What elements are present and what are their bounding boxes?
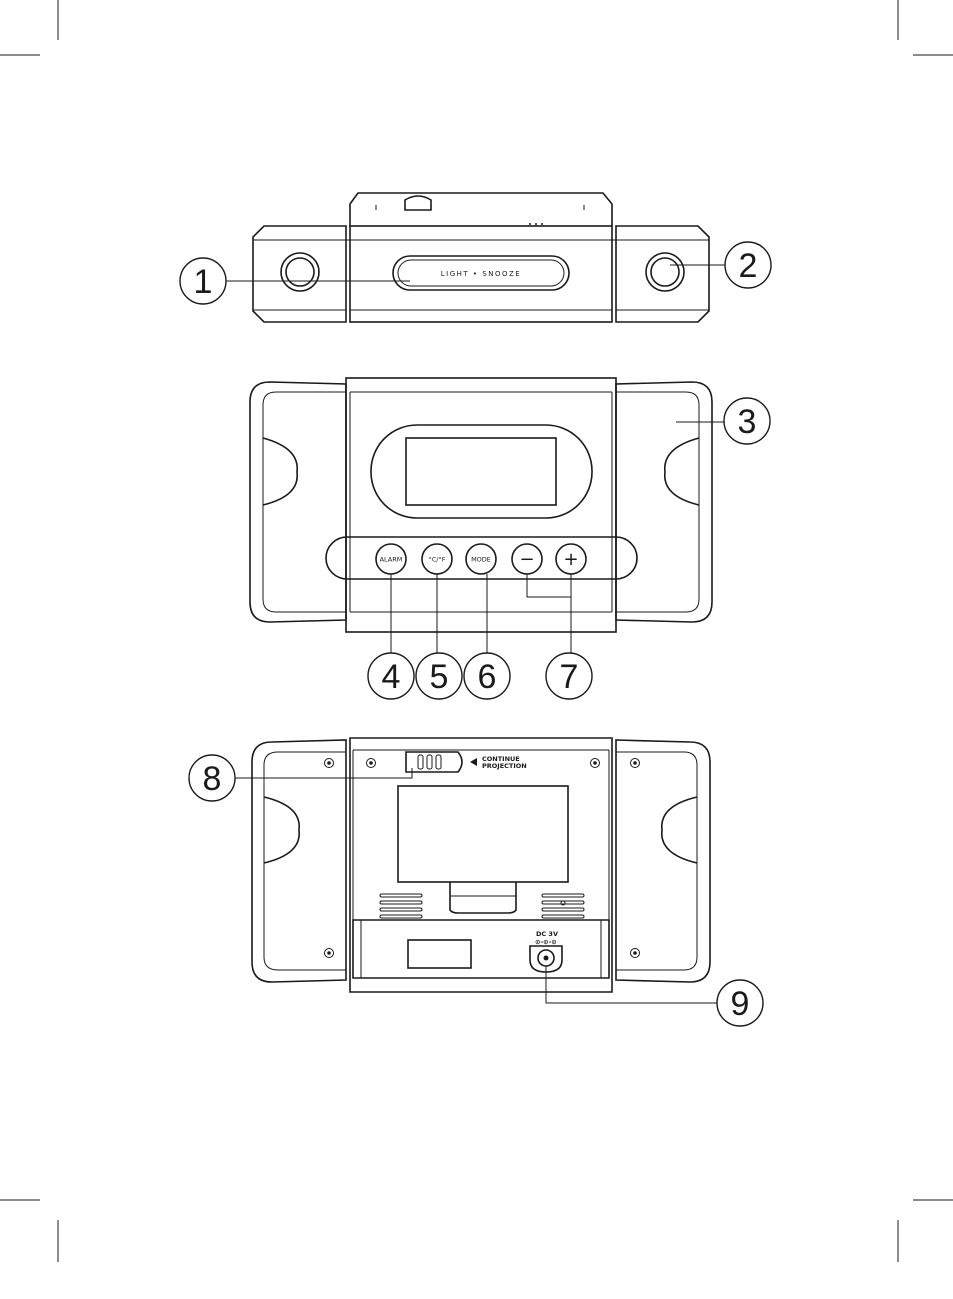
callout-3: 3 [676, 398, 770, 444]
svg-text:+: + [563, 549, 578, 570]
svg-text:°C/°F: °C/°F [429, 556, 446, 564]
svg-text:ALARM: ALARM [380, 556, 403, 564]
callout-5: 5 [416, 574, 462, 699]
arrow-left-icon [470, 758, 477, 766]
svg-text:2: 2 [739, 247, 758, 285]
minus-button[interactable]: − [512, 544, 542, 574]
callout-1: 1 [180, 258, 410, 304]
callout-9: 9 [546, 966, 763, 1026]
front-view: ALARM °C/°F MODE − + [250, 378, 712, 632]
svg-text:−: − [519, 549, 534, 570]
svg-text:9: 9 [731, 985, 750, 1023]
svg-text:1: 1 [194, 263, 213, 301]
svg-text:4: 4 [382, 658, 401, 696]
alarm-button[interactable]: ALARM [376, 544, 406, 574]
callout-7: 7 [527, 574, 592, 699]
top-view: LIGHT • SNOOZE [253, 193, 709, 322]
crop-marks [0, 0, 953, 1262]
projection-label: PROJECTION [482, 762, 527, 770]
callout-4: 4 [368, 574, 414, 699]
svg-text:6: 6 [478, 658, 497, 696]
svg-text:8: 8 [203, 760, 222, 798]
polarity-symbol: ⊙-⊙-⊙ [535, 938, 557, 946]
svg-text:7: 7 [560, 658, 579, 696]
callout-6: 6 [464, 574, 510, 699]
light-snooze-label: LIGHT • SNOOZE [441, 270, 521, 278]
plus-button[interactable]: + [556, 544, 586, 574]
svg-text:5: 5 [430, 658, 449, 696]
svg-text:MODE: MODE [471, 556, 491, 564]
mode-button[interactable]: MODE [466, 544, 496, 574]
left-vent [380, 894, 422, 918]
svg-text:3: 3 [738, 403, 757, 441]
callout-8: 8 [189, 755, 412, 801]
continue-projection-switch[interactable] [406, 752, 462, 772]
right-vent [542, 894, 584, 918]
callout-2: 2 [670, 242, 771, 288]
dc-3v-label: DC 3V [536, 930, 558, 938]
celsius-fahrenheit-button[interactable]: °C/°F [422, 544, 452, 574]
back-view: CONTINUE PROJECTION DC 3V ⊙-⊙-⊙ [252, 738, 710, 992]
